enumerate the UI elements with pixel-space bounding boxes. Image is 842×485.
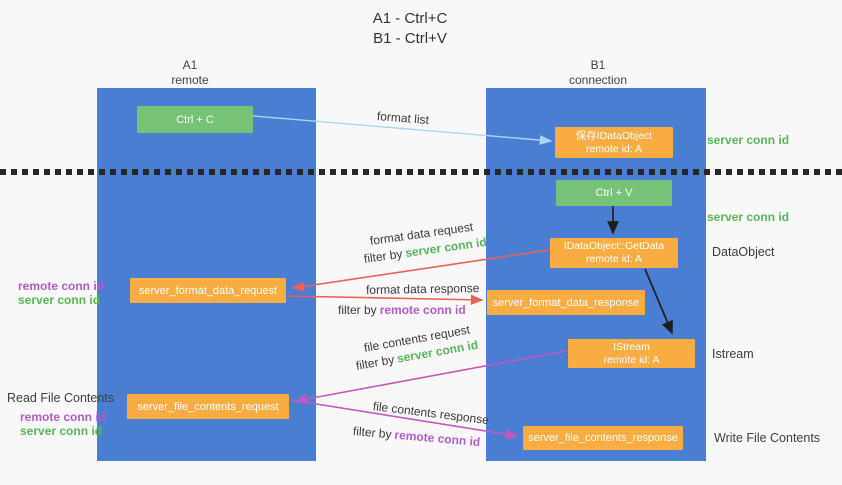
lane-b-header: B1 connection [538, 58, 658, 88]
title-line-2: B1 - Ctrl+V [373, 30, 447, 47]
file-response-label: server_file_contents_response [528, 432, 678, 444]
filter-by-text-4: filter by [352, 424, 393, 442]
label-istream: Istream [712, 347, 754, 361]
node-server-file-contents-request: server_file_contents_request [127, 394, 289, 419]
getdata-line2: remote id: A [585, 253, 643, 265]
node-save-dataobject: 保存IDataObject remote id: A [555, 127, 673, 158]
istream-line1: IStream [613, 340, 650, 353]
label-server-conn-id-2: server conn id [20, 424, 103, 438]
label-server-conn-id-mid: server conn id [707, 210, 790, 224]
left-conn-id-pair-2: remote conn id server conn id [20, 410, 106, 438]
getdata-line1: IDataObject::GetData [563, 240, 665, 252]
filter-by-text-2: filter by [338, 303, 377, 317]
label-file-contents-response: file contents response [372, 399, 490, 428]
label-dataobject: DataObject [712, 245, 775, 259]
filter-by-text-3: filter by [354, 352, 396, 373]
filter-by-text-1: filter by [363, 246, 404, 266]
left-conn-id-pair-1: remote conn id server conn id [18, 279, 104, 307]
file-request-label: server_file_contents_request [137, 400, 279, 413]
remote-conn-id-text-1: remote conn id [379, 303, 466, 317]
ctrl-c-label: Ctrl + C [176, 113, 214, 126]
istream-line2: remote id: A [603, 353, 660, 366]
label-remote-conn-id-1: remote conn id [18, 279, 105, 293]
label-remote-conn-id-2: remote conn id [20, 410, 107, 424]
label-format-data-response: format data response [365, 281, 480, 297]
dotted-divider [0, 169, 842, 175]
node-idataobject-getdata: IDataObject::GetData remote id: A [550, 238, 678, 268]
label-server-conn-id-1: server conn id [18, 293, 101, 307]
save-dataobject-line2: remote id: A [585, 142, 643, 155]
remote-conn-id-text-2: remote conn id [393, 427, 481, 450]
save-dataobject-line1: 保存IDataObject [575, 129, 653, 142]
format-response-label: server_format_data_response [492, 296, 640, 309]
label-format-list: format list [376, 109, 430, 128]
lane-a-name: A1 [182, 58, 198, 72]
node-server-file-contents-response: server_file_contents_response [523, 426, 683, 450]
lane-b-name: B1 [590, 58, 606, 72]
ctrl-v-label: Ctrl + V [595, 187, 633, 199]
node-istream: IStream remote id: A [568, 339, 695, 368]
label-server-conn-id-top: server conn id [707, 133, 790, 147]
node-ctrl-v: Ctrl + V [556, 180, 672, 206]
format-request-label: server_format_data_request [138, 284, 278, 297]
node-ctrl-c: Ctrl + C [137, 106, 253, 133]
node-server-format-data-request: server_format_data_request [130, 278, 286, 303]
label-write-file-contents: Write File Contents [714, 431, 821, 445]
lane-b-role: connection [568, 73, 628, 87]
lane-a-header: A1 remote [130, 58, 250, 88]
label-read-file-contents: Read File Contents [7, 391, 115, 405]
node-server-format-data-response: server_format_data_response [487, 290, 645, 315]
diagram-title: A1 - Ctrl+C B1 - Ctrl+V [320, 9, 500, 49]
lane-a-role: remote [171, 73, 209, 87]
title-line-1: A1 - Ctrl+C [372, 10, 448, 27]
